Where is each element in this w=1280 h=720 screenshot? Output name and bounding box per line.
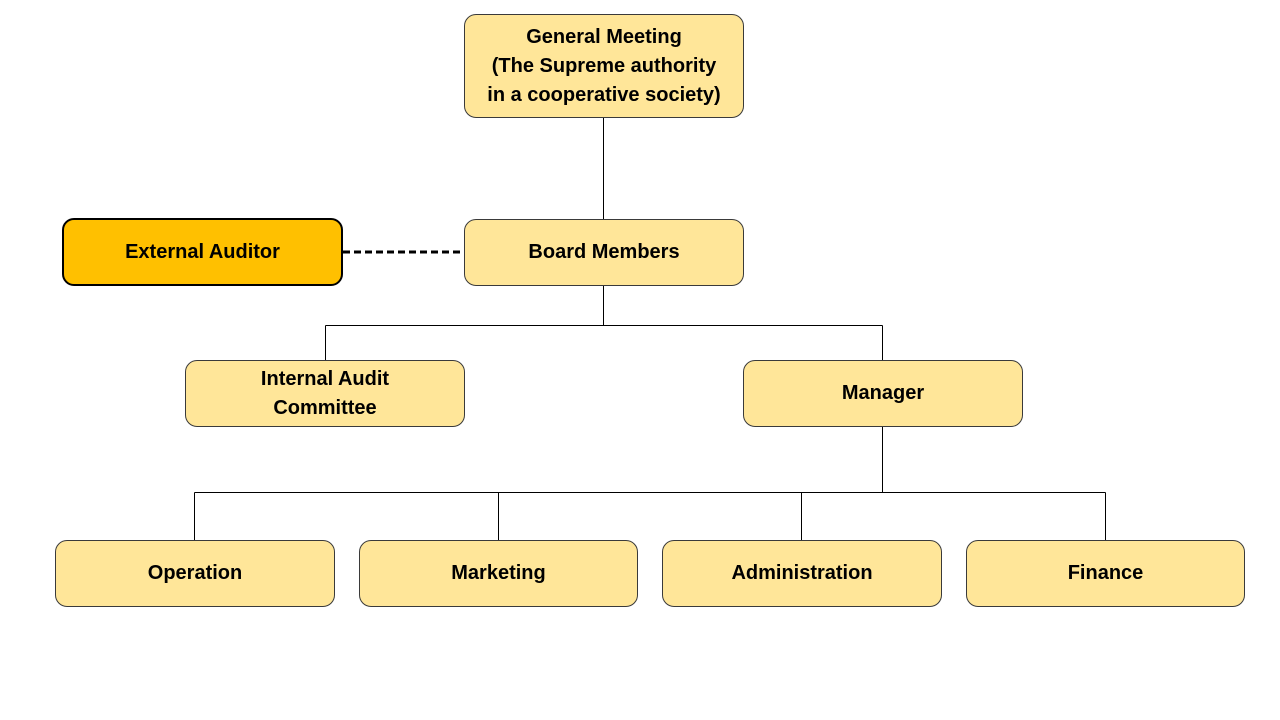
board-members-box: Board Members [464,219,744,286]
edge-board-to-branches [325,286,883,360]
manager-box: Manager [743,360,1023,427]
general-meeting-box: General Meeting (The Supreme authority i… [464,14,744,118]
administration-box: Administration [662,540,942,607]
marketing-box: Marketing [359,540,638,607]
edge-manager-to-departments [194,427,1106,540]
operation-box: Operation [55,540,335,607]
finance-box: Finance [966,540,1245,607]
internal-audit-committee-box: Internal Audit Committee [185,360,465,427]
external-auditor-box: External Auditor [62,218,343,286]
